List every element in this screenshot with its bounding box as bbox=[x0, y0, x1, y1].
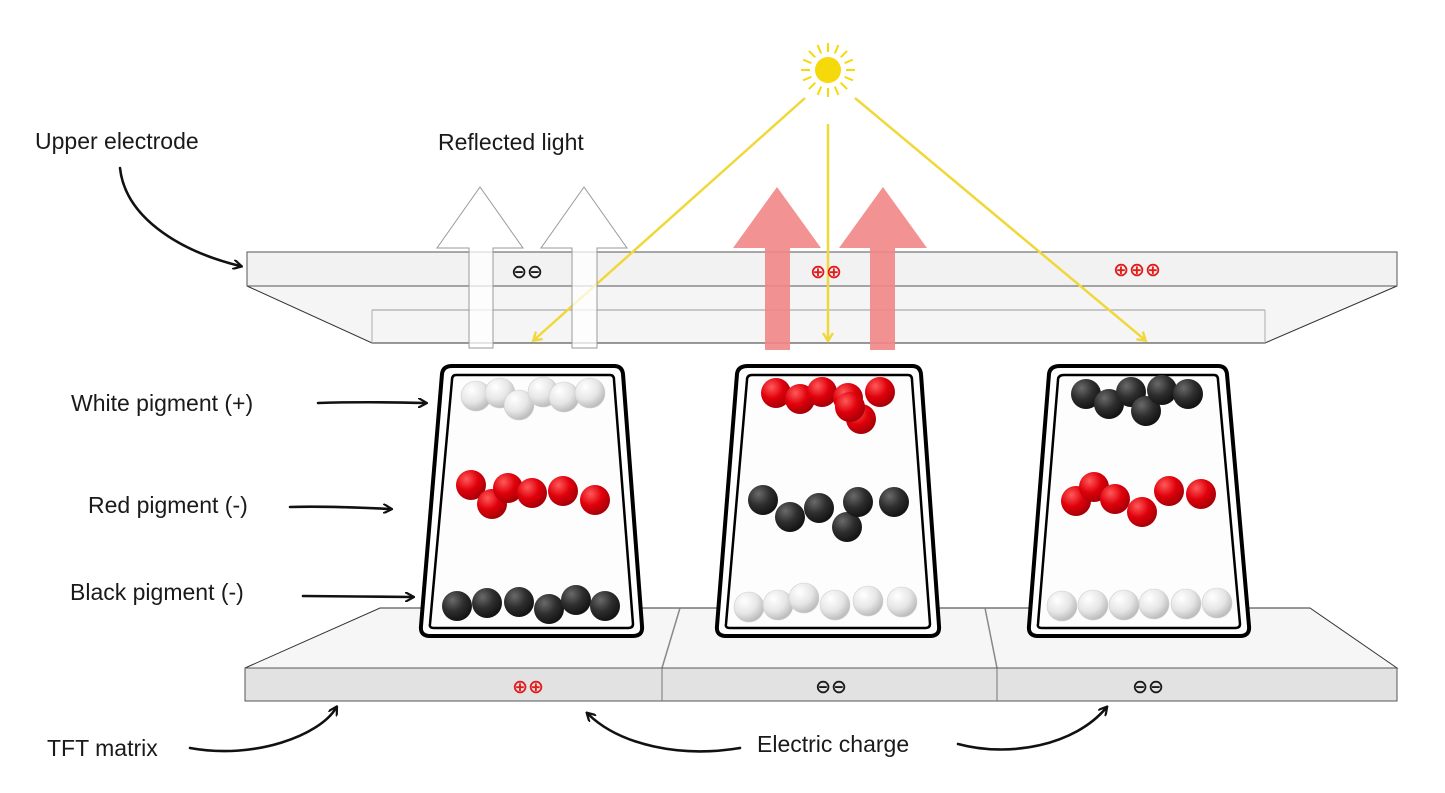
lower-charges: ⊕⊕ ⊖⊖ ⊖⊖ bbox=[512, 676, 1164, 698]
reflected-white-arrow-1 bbox=[436, 186, 524, 349]
sun-ray bbox=[808, 82, 816, 90]
black-pigment-particle bbox=[775, 502, 805, 532]
black-pigment-particle bbox=[1071, 379, 1101, 409]
red-pigment-particle bbox=[1186, 479, 1216, 509]
sun-ray bbox=[844, 75, 854, 82]
white-pigment-particle bbox=[1201, 587, 1233, 619]
black-pigment-particle bbox=[879, 487, 909, 517]
black-pigment-particle bbox=[804, 493, 834, 523]
white-pigment-particle bbox=[1170, 588, 1202, 620]
black-pigment-particle bbox=[1131, 396, 1161, 426]
white-pigment-particle bbox=[819, 589, 851, 621]
white-pigment-particle bbox=[574, 377, 606, 409]
pigment-particles bbox=[442, 375, 1233, 624]
reflected-white-arrow-2 bbox=[540, 186, 628, 349]
sun-ray bbox=[816, 86, 823, 96]
red-pigment-particle bbox=[1100, 484, 1130, 514]
electric-charge-left-arrow bbox=[588, 714, 742, 753]
white-pigment-particle bbox=[788, 582, 820, 614]
white-pigment-particle bbox=[1046, 590, 1078, 622]
label-tft-matrix: TFT matrix bbox=[47, 735, 158, 761]
electric-charge-right-arrow bbox=[956, 708, 1106, 751]
red-pigment-particle bbox=[1127, 497, 1157, 527]
white-pigment-particle bbox=[852, 585, 884, 617]
label-red-pigment: Red pigment (-) bbox=[88, 492, 248, 518]
sun-ray bbox=[816, 44, 823, 54]
sun-ray bbox=[802, 58, 812, 65]
black-pigment-arrow bbox=[301, 596, 412, 597]
upper-electrode-arrow bbox=[118, 166, 240, 266]
black-pigment-particle bbox=[590, 591, 620, 621]
sun-ray bbox=[840, 50, 848, 58]
red-pigment-particle bbox=[517, 478, 547, 508]
black-pigment-particle bbox=[832, 512, 862, 542]
tft-matrix-arrow bbox=[188, 708, 336, 753]
black-pigment-particle bbox=[1173, 379, 1203, 409]
black-pigment-particle bbox=[472, 588, 502, 618]
red-pigment-particle bbox=[493, 473, 523, 503]
white-pigment-particle bbox=[762, 589, 794, 621]
black-pigment-particle bbox=[748, 485, 778, 515]
red-pigment-arrow bbox=[288, 507, 390, 509]
white-pigment-particle bbox=[1138, 588, 1170, 620]
label-black-pigment: Black pigment (-) bbox=[70, 579, 244, 605]
red-pigment-particle bbox=[807, 377, 837, 407]
label-electric-charge: Electric charge bbox=[757, 731, 909, 757]
red-pigment-particle bbox=[548, 476, 578, 506]
upper-charge-cell-2: ⊕⊕ bbox=[810, 261, 842, 283]
black-pigment-particle bbox=[442, 591, 472, 621]
black-pigment-particle bbox=[534, 594, 564, 624]
black-pigment-particle bbox=[561, 585, 591, 615]
label-upper-electrode: Upper electrode bbox=[35, 128, 199, 154]
reflected-red-arrow-2 bbox=[839, 187, 927, 350]
white-pigment-particle bbox=[548, 381, 580, 413]
red-pigment-particle bbox=[456, 470, 486, 500]
black-pigment-particle bbox=[843, 487, 873, 517]
red-pigment-particle bbox=[835, 392, 865, 422]
lower-charge-cell-1: ⊕⊕ bbox=[512, 676, 544, 698]
white-pigment-particle bbox=[503, 389, 535, 421]
light-ray-right bbox=[854, 97, 1145, 340]
sun-ray bbox=[808, 50, 816, 58]
sun-ray bbox=[840, 82, 848, 90]
upper-charge-cell-3: ⊕⊕⊕ bbox=[1113, 259, 1161, 281]
sun-ray bbox=[844, 58, 854, 65]
white-pigment-particle bbox=[733, 591, 765, 623]
reflected-light-arrows bbox=[436, 186, 927, 350]
lower-charge-cell-2: ⊖⊖ bbox=[815, 676, 847, 698]
sun-ray bbox=[802, 75, 812, 82]
pointer-arrows bbox=[118, 166, 1106, 753]
upper-charge-cell-1: ⊖⊖ bbox=[511, 261, 543, 283]
labels: Upper electrode Reflected light White pi… bbox=[35, 128, 909, 761]
white-pigment-particle bbox=[886, 586, 918, 618]
sun-disc bbox=[815, 57, 841, 83]
sun-icon bbox=[801, 43, 855, 97]
black-pigment-particle bbox=[1094, 389, 1124, 419]
lower-charge-cell-3: ⊖⊖ bbox=[1132, 676, 1164, 698]
white-pigment-particle bbox=[1108, 589, 1140, 621]
sun-ray bbox=[833, 86, 840, 96]
black-pigment-particle bbox=[504, 587, 534, 617]
upper-electrode bbox=[246, 251, 1398, 344]
reflected-red-arrow-1 bbox=[733, 187, 821, 350]
upper-charges: ⊖⊖ ⊕⊕ ⊕⊕⊕ bbox=[511, 259, 1161, 283]
label-white-pigment: White pigment (+) bbox=[71, 390, 253, 416]
black-pigment-particle bbox=[1147, 375, 1177, 405]
red-pigment-particle bbox=[865, 377, 895, 407]
red-pigment-particle bbox=[1154, 476, 1184, 506]
sun-ray bbox=[833, 44, 840, 54]
label-reflected-light: Reflected light bbox=[438, 129, 584, 155]
white-pigment-arrow bbox=[316, 402, 425, 403]
red-pigment-particle bbox=[580, 485, 610, 515]
white-pigment-particle bbox=[1077, 589, 1109, 621]
red-pigment-particle bbox=[761, 378, 791, 408]
